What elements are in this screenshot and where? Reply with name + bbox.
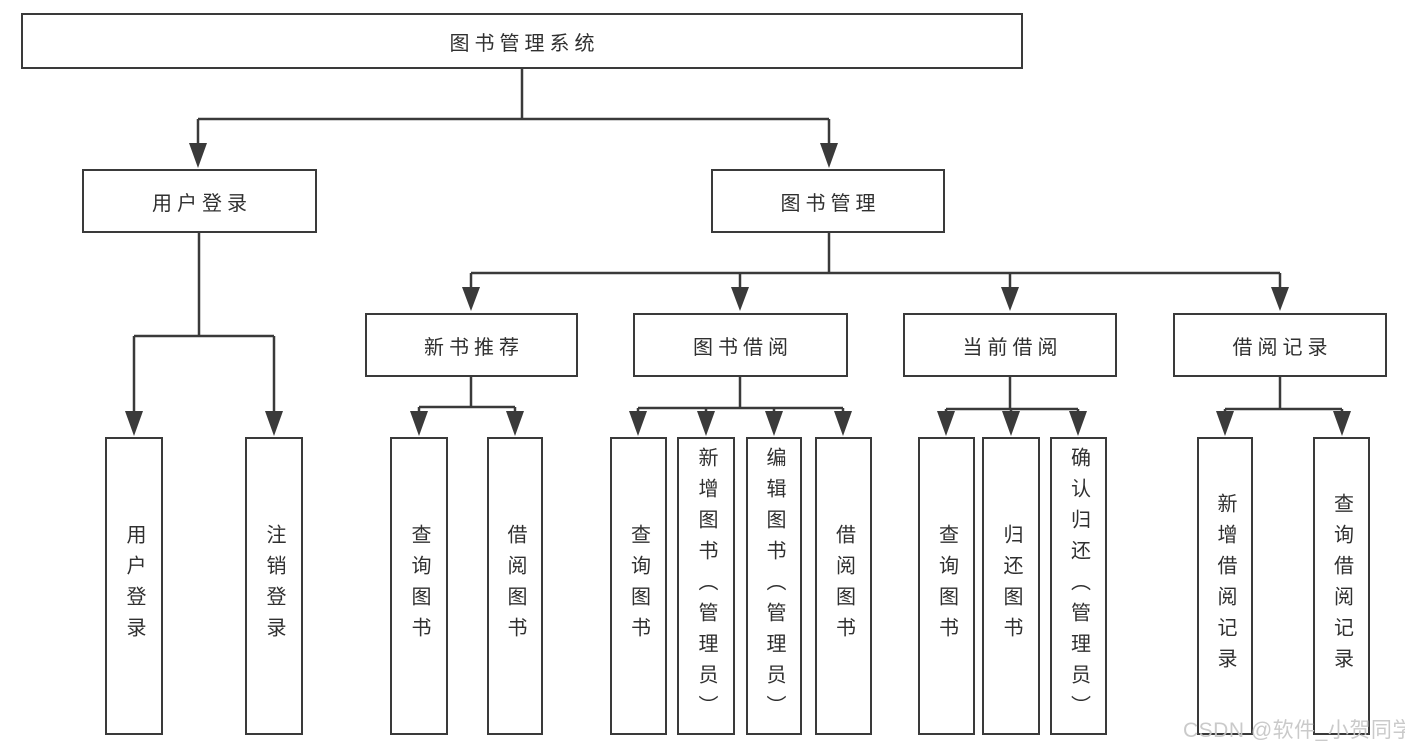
node-borrow-records: 借阅记录 bbox=[1173, 313, 1387, 377]
connector-borrow-children bbox=[636, 377, 845, 431]
leaf-query-books-recommend-label: 查询图书 bbox=[408, 524, 430, 648]
leaf-edit-book-admin-label: 编辑图书（管理员） bbox=[763, 446, 785, 726]
leaf-add-book-admin: 新增图书（管理员） bbox=[677, 437, 735, 735]
leaf-query-books-recommend: 查询图书 bbox=[390, 437, 448, 735]
arrowheads-recommend-children bbox=[410, 411, 524, 436]
node-user-login: 用户登录 bbox=[82, 169, 317, 233]
connector-recommend-children bbox=[417, 377, 517, 431]
connector-root-to-level2 bbox=[196, 69, 831, 164]
leaf-logout: 注销登录 bbox=[245, 437, 303, 735]
arrowheads-current-children bbox=[937, 411, 1087, 436]
arrowheads-level3 bbox=[462, 287, 1289, 311]
arrowheads-records-children bbox=[1216, 411, 1351, 436]
connector-userlogin-children bbox=[132, 233, 276, 431]
leaf-add-borrow-record-label: 新增借阅记录 bbox=[1214, 493, 1236, 679]
leaf-borrow-books-recommend-label: 借阅图书 bbox=[504, 524, 526, 648]
leaf-confirm-return-admin-label: 确认归还（管理员） bbox=[1067, 446, 1090, 726]
arrowheads-userlogin-children bbox=[125, 411, 283, 436]
connector-records-children bbox=[1223, 377, 1344, 431]
leaf-query-borrow-record: 查询借阅记录 bbox=[1313, 437, 1370, 735]
leaf-query-books-current-label: 查询图书 bbox=[935, 524, 958, 648]
leaf-borrow-books-label: 借阅图书 bbox=[832, 524, 855, 648]
leaf-query-books-current: 查询图书 bbox=[918, 437, 975, 735]
leaf-add-book-admin-label: 新增图书（管理员） bbox=[695, 446, 717, 726]
node-new-book-recommend: 新书推荐 bbox=[365, 313, 578, 377]
leaf-return-book-label: 归还图书 bbox=[1000, 524, 1022, 648]
leaf-add-borrow-record: 新增借阅记录 bbox=[1197, 437, 1253, 735]
leaf-query-books-borrow-label: 查询图书 bbox=[627, 524, 650, 648]
node-current-borrow: 当前借阅 bbox=[903, 313, 1117, 377]
leaf-user-login-label: 用户登录 bbox=[123, 524, 145, 648]
node-book-management: 图书管理 bbox=[711, 169, 945, 233]
arrowheads-borrow-children bbox=[629, 411, 852, 436]
leaf-borrow-books-recommend: 借阅图书 bbox=[487, 437, 543, 735]
leaf-logout-label: 注销登录 bbox=[263, 524, 285, 648]
leaf-return-book: 归还图书 bbox=[982, 437, 1040, 735]
leaf-user-login: 用户登录 bbox=[105, 437, 163, 735]
csdn-watermark: CSDN @软件_小贺同学 bbox=[1183, 719, 1405, 742]
leaf-borrow-books: 借阅图书 bbox=[815, 437, 872, 735]
node-root: 图书管理系统 bbox=[21, 13, 1023, 69]
leaf-edit-book-admin: 编辑图书（管理员） bbox=[746, 437, 802, 735]
leaf-query-borrow-record-label: 查询借阅记录 bbox=[1330, 493, 1353, 679]
leaf-confirm-return-admin: 确认归还（管理员） bbox=[1050, 437, 1107, 735]
leaf-query-books-borrow: 查询图书 bbox=[610, 437, 667, 735]
node-book-borrow: 图书借阅 bbox=[633, 313, 848, 377]
arrowheads-level2 bbox=[189, 143, 838, 168]
connector-bookmgmt-to-level3 bbox=[469, 233, 1282, 307]
